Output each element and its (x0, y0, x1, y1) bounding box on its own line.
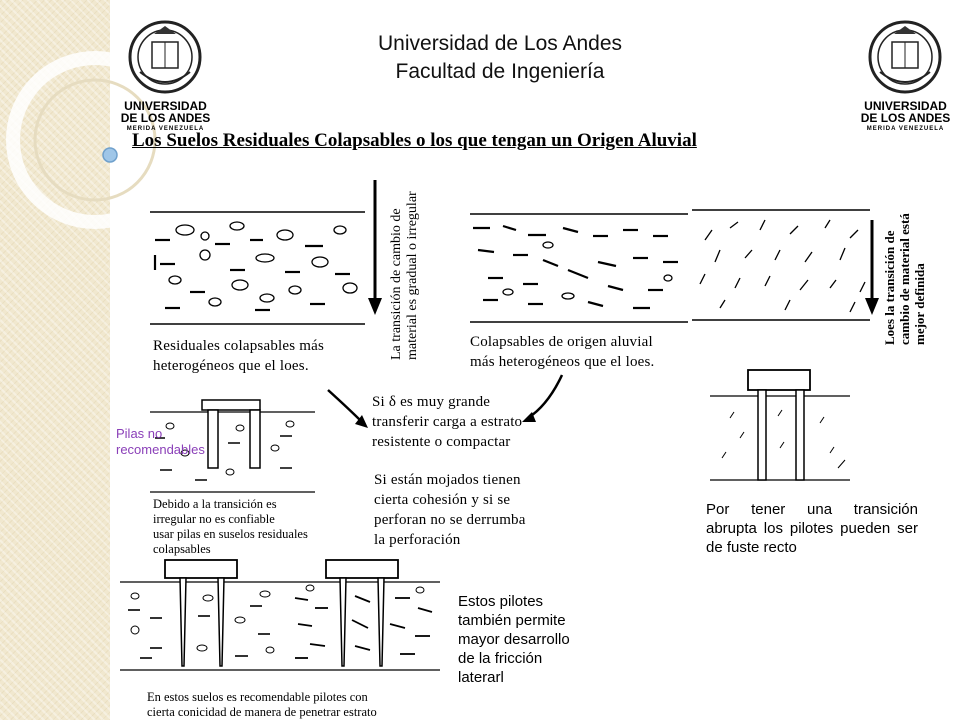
note-delta-line3: resistente o compactar (372, 434, 511, 450)
note-mojados-line1: Si están mojados tienen (374, 472, 521, 488)
header-university: Universidad de Los Andes (378, 32, 622, 55)
note-friccion-line5: laterarl (458, 669, 504, 686)
note-delta-line1: Si δ es muy grande (372, 394, 491, 410)
soil-diagram-loes (692, 209, 870, 321)
logo-right-text2: DE LOS ANDES (860, 111, 951, 125)
vertical-label-gradual: La transición de cambio de material es g… (389, 191, 421, 360)
note-conicidad: En estos suelos es recomendable pilotes … (147, 690, 437, 720)
conical-piles-diagram-2 (290, 559, 440, 671)
logo-left-text1: UNIVERSIDAD (124, 99, 207, 113)
caption-aluvial-line1: Colapsables de origen aluvial (470, 334, 653, 350)
vertical-label-loes: Loes la transición de cambio de material… (882, 213, 927, 345)
note-mojados-line4: la perforación (374, 532, 461, 548)
note-friccion-line3: mayor desarrollo (458, 631, 570, 648)
straight-piles-diagram (710, 369, 850, 481)
vertical-label-loes-line3: mejor definida (912, 263, 927, 345)
note-delta-line2: transferir carga a estrato (372, 414, 523, 430)
header: Universidad de Los Andes Facultad de Ing… (300, 30, 700, 86)
conical-piles-diagram-1 (120, 559, 290, 671)
note-friccion-line1: Estos pilotes (458, 593, 544, 610)
decorative-rings (6, 51, 184, 229)
logo-left-text3: MERIDA VENEZUELA (126, 126, 205, 132)
logo-left-text2: DE LOS ANDES (120, 111, 211, 125)
note-mojados: Si están mojados tienen cierta cohesión … (374, 470, 614, 550)
note-conicidad-line2: cierta conicidad de manera de penetrar e… (147, 705, 377, 719)
caption-residual: Residuales colapsables más heterogéneos … (153, 336, 383, 376)
vertical-label-loes-line1: Loes la transición de (882, 230, 897, 345)
note-pilas: Debido a la transición es irregular no e… (153, 497, 353, 557)
arrow-down-2 (865, 220, 879, 315)
note-mojados-line3: perforan no se derrumba (374, 512, 526, 528)
note-pilas-line2: irregular no es confiable (153, 512, 275, 526)
header-faculty: Facultad de Ingeniería (395, 60, 605, 83)
note-friccion: Estos pilotes también permite mayor desa… (458, 592, 608, 687)
note-pilas-line1: Debido a la transición es (153, 497, 277, 511)
vertical-label-gradual-line1: La transición de cambio de (389, 208, 404, 360)
university-logo-right: UNIVERSIDAD DE LOS ANDES MERIDA VENEZUEL… (858, 12, 953, 142)
university-logo-left: UNIVERSIDAD DE LOS ANDES MERIDA VENEZUEL… (118, 12, 213, 142)
pilas-label: Pilas no recomendables (116, 426, 236, 458)
vertical-label-loes-line2: cambio de material está (897, 213, 912, 345)
logo-right-text1: UNIVERSIDAD (864, 99, 947, 113)
caption-residual-line2: heterogéneos que el loes. (153, 358, 309, 374)
note-friccion-line2: también permite (458, 612, 566, 629)
note-pilas-line4: colapsables (153, 542, 211, 556)
caption-aluvial: Colapsables de origen aluvial más hetero… (470, 332, 710, 372)
note-friccion-line4: de la fricción (458, 650, 543, 667)
soil-diagram-residual (150, 211, 365, 325)
logo-right-text3: MERIDA VENEZUELA (866, 126, 945, 132)
note-recto: Por tener una transición abrupta los pil… (706, 501, 918, 556)
vertical-label-gradual-line2: material es gradual o irregular (405, 191, 420, 360)
note-mojados-line2: cierta cohesión y si se (374, 492, 511, 508)
pilas-label-line1: Pilas no (116, 426, 163, 441)
caption-residual-line1: Residuales colapsables más (153, 338, 324, 354)
soil-diagram-aluvial (470, 213, 688, 323)
arrow-down-1 (368, 180, 382, 315)
note-pilas-line3: usar pilas en suselos residuales (153, 527, 308, 541)
caption-aluvial-line2: más heterogéneos que el loes. (470, 354, 655, 370)
pilas-diagram (150, 399, 315, 493)
curved-arrows (327, 374, 564, 428)
note-conicidad-line1: En estos suelos es recomendable pilotes … (147, 690, 368, 704)
slide-title: Los Suelos Residuales Colapsables o los … (132, 130, 697, 151)
note-delta: Si δ es muy grande transferir carga a es… (372, 392, 612, 452)
pilas-label-line2: recomendables (116, 442, 205, 457)
